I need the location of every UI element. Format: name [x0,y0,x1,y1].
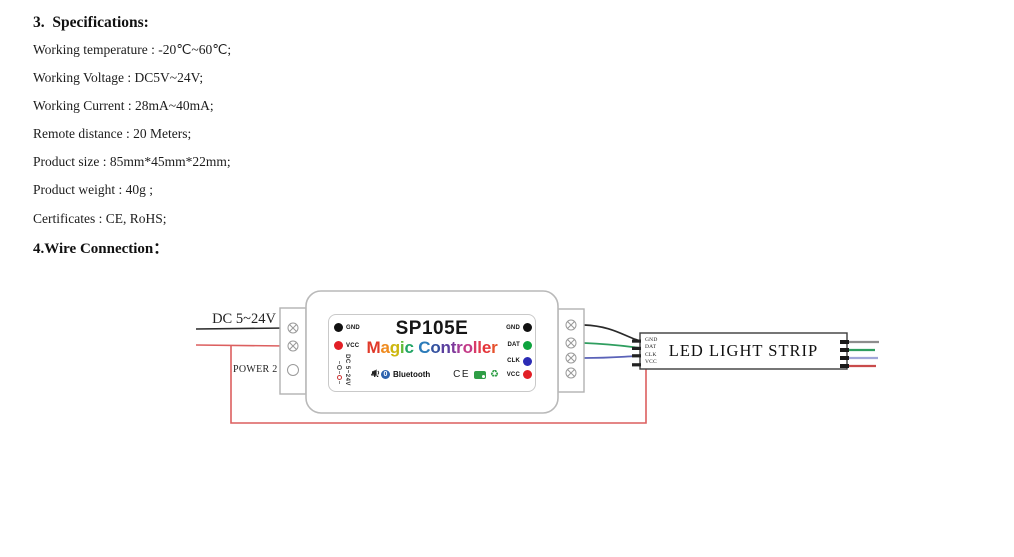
pin-dot-icon [334,323,343,332]
brand-letter: e [481,338,492,357]
brand-letter: C [418,338,431,357]
pin-dot-icon [334,341,343,350]
dc-polarity-icon [336,360,343,385]
pin-label: DAT [507,342,520,348]
controller-label: GND VCC GND DAT CLK VCC DC 5~24V SP105E Magi… [328,314,536,392]
power-wire-red [195,344,288,347]
controller-pin-dat: DAT [507,340,532,350]
brand-letter: n [440,338,451,357]
spec-line: Product size : 85mm*45mm*22mm; [33,154,231,170]
spec-line: Working Current : 28mA~40mA; [33,98,214,114]
led-pin-label: DAT [645,344,657,351]
speaker-icon [372,369,380,377]
led-strip-input-pins [632,339,641,367]
dc-voltage-label: DC 5~24V [212,311,276,327]
gnd-wire [583,324,641,342]
led-strip-box [639,332,848,370]
bluetooth-word: Bluetooth [392,370,431,379]
magic-controller-text: Magic Controller [359,339,505,357]
power2-terminal [287,364,299,376]
pin-label: GND [346,324,360,331]
controller-center-text: SP105E Magic Controller [359,318,505,357]
controller-model: SP105E [395,318,469,339]
led-strip-title: LED LIGHT STRIP [668,341,819,360]
led-pin-label: GND [645,337,658,343]
clk-wire [583,355,641,359]
left-terminals [287,322,299,376]
wire-connection-heading: 4.Wire Connection： [33,240,169,257]
pin-label: GND [506,324,520,331]
controller-pin-gnd: GND [334,323,360,333]
pin-dot-icon [523,370,532,379]
brand-letter: M [366,338,381,357]
side-voltage-label: DC 5~24V [344,354,350,386]
controller-pin-vcc: VCC [334,341,359,351]
right-terminals [565,319,577,379]
brand-letter: g [389,338,400,357]
specifications-section: 3. Specifications: Working temperature :… [33,14,231,258]
controller-cert-row: 4. 0 Bluetooth CE ♻ [371,368,499,381]
bluetooth-zero-badge: 0 [380,370,390,379]
led-strip-output-pins [840,340,849,368]
spec-list: Working temperature : -20℃~60℃; Working V… [33,43,231,225]
brand-letter: r [491,338,498,357]
brand-letter: i [399,338,405,357]
bluetooth-badge: 4. 0 Bluetooth [371,369,430,380]
controller-pin-clk: CLK [507,356,532,366]
ce-mark: CE [453,369,471,380]
green-cert-logo-icon [474,370,487,379]
brand-letter: a [380,338,390,357]
brand-letter: c [404,338,414,357]
pin-label: VCC [346,342,360,349]
spec-line: Remote distance : 20 Meters; [33,126,192,142]
spec-line: Product weight : 40g ; [33,182,153,198]
brand-letter: l [477,338,482,357]
pin-dot-icon [523,356,532,366]
pin-dot-icon [523,340,532,350]
spec-line: Working temperature : -20℃~60℃; [33,42,232,57]
power-wire-positive-black [195,327,288,330]
spec-line: Working Voltage : DC5V~24V; [33,70,204,86]
brand-letter: r [456,338,463,357]
pin-dot-icon [523,323,532,332]
controller-pin-gnd: GND [506,323,532,333]
spec-line: Certificates : CE, RoHS; [33,210,167,226]
brand-letter: t [450,338,457,357]
led-pin-label: CLK [645,351,657,358]
specifications-heading: 3. Specifications: [33,14,149,31]
pin-label: CLK [507,358,520,364]
led-pin-label: VCC [645,359,657,366]
controller-pin-vcc: VCC [507,370,532,380]
recycle-icon: ♻ [490,368,499,380]
power2-label: POWER 2 [233,364,278,375]
certification-marks: CE ♻ [453,369,499,380]
brand-letter: l [472,338,478,357]
pin-label: VCC [506,371,520,378]
dat-wire [583,342,641,349]
brand-letter: o [462,338,473,357]
brand-letter: o [430,338,441,357]
